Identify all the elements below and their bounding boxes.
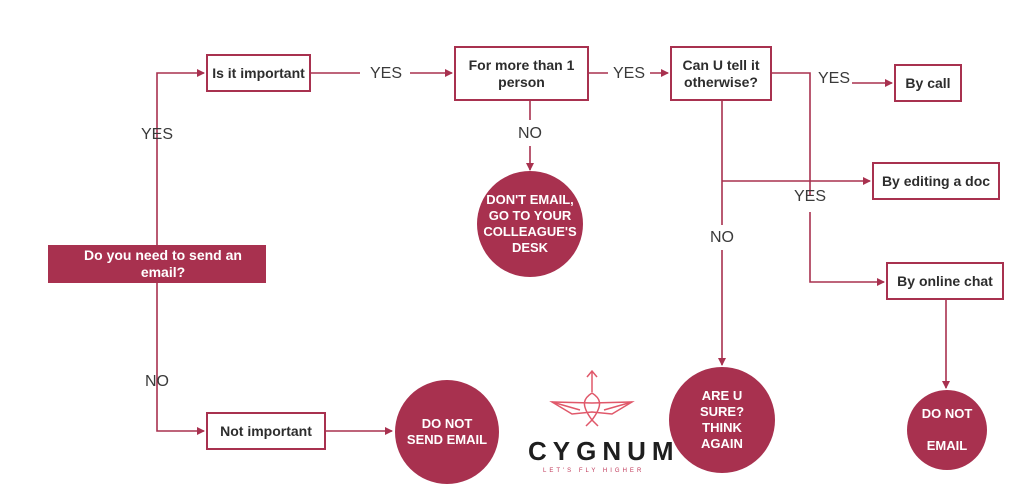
node-by-chat: By online chat [886,262,1004,300]
node-not-important: Not important [206,412,326,450]
logo-tagline: LET'S FLY HIGHER [543,468,645,474]
label-start-no: NO [145,373,169,390]
node-by-doc: By editing a doc [872,162,1000,200]
label-otherwise-no: NO [710,229,734,246]
label-start-yes: YES [141,126,174,143]
swan-icon [549,369,635,427]
end-go-to-desk: DON'T EMAIL, GO TO YOUR COLLEAGUE'S DESK [477,171,583,277]
node-more-than-one: For more than 1 person [454,46,589,101]
node-by-call: By call [894,64,962,102]
end-do-not-send: DO NOT SEND EMAIL [395,380,499,484]
label-more-no: NO [518,125,542,142]
edge-start-yes [156,69,205,245]
edge-to-chat [809,212,885,286]
end-are-you-sure: ARE U SURE? THINK AGAIN [669,367,775,473]
node-is-it-important: Is it important [206,54,311,92]
start-node: Do you need to send an email? [48,245,266,283]
end-do-not-email: DO NOT EMAIL [907,390,987,470]
label-important-yes: YES [370,65,403,82]
edge-start-no [156,283,205,435]
edge-otherwise-yes [772,72,811,195]
label-otherwise-yes: YES [818,70,851,87]
node-tell-otherwise: Can U tell it otherwise? [670,46,772,101]
label-more-yes: YES [613,65,646,82]
logo-name: CYGNUM [528,436,680,466]
label-otherwise-yes-branch: YES [794,188,827,205]
